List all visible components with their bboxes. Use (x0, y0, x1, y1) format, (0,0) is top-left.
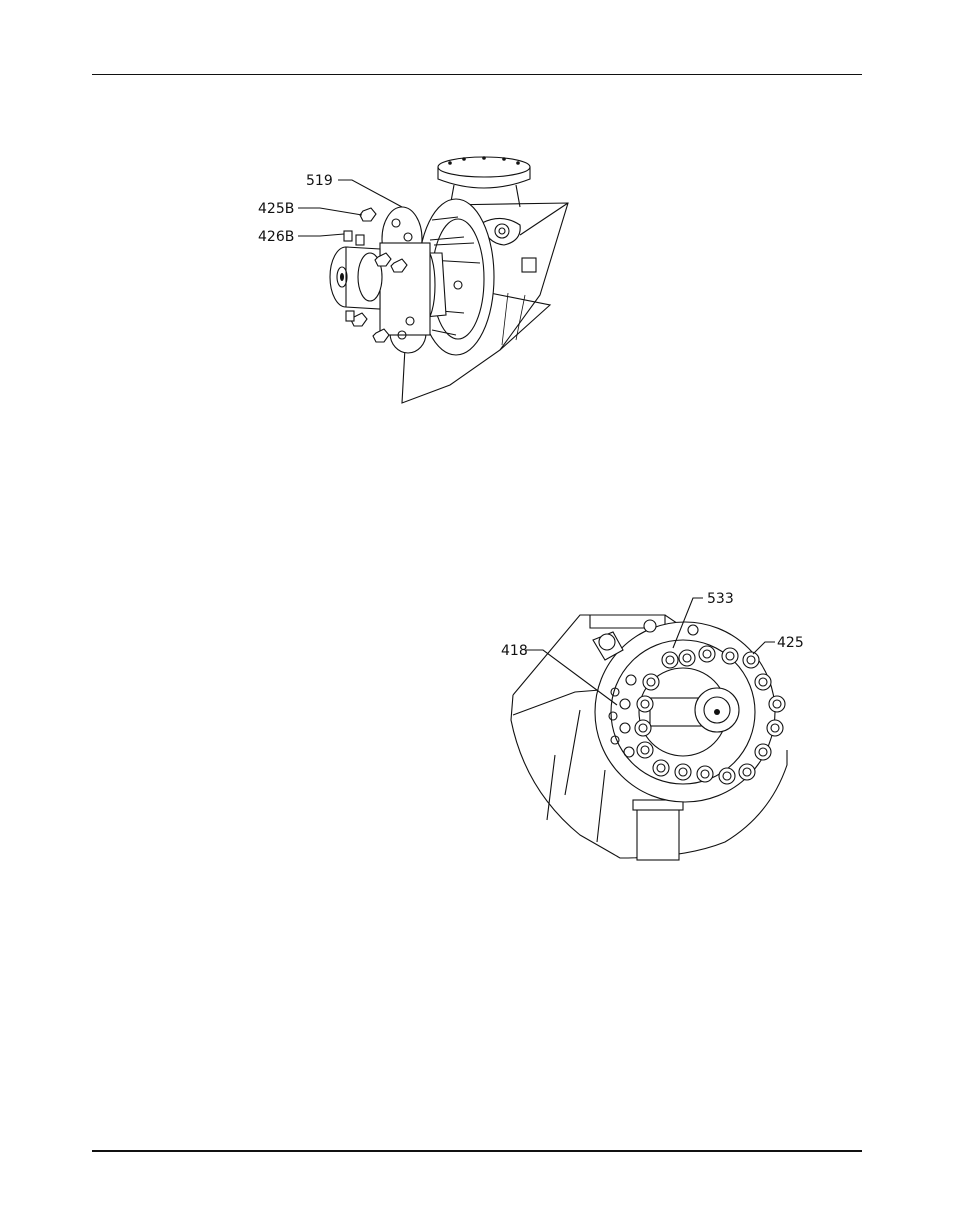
pump-assembled-figure-bottom: 533 418 425 (495, 580, 825, 865)
callout-425: 425 (777, 635, 804, 651)
callout-426B: 426B (258, 229, 294, 245)
pump-exploded-figure-top: 519 425B 426B (250, 145, 590, 405)
footer-rule (92, 1150, 862, 1152)
callout-533: 533 (707, 591, 734, 607)
callout-425B: 425B (258, 201, 294, 217)
header-rule (92, 74, 862, 75)
callout-519: 519 (306, 173, 333, 189)
callout-418: 418 (501, 643, 528, 659)
